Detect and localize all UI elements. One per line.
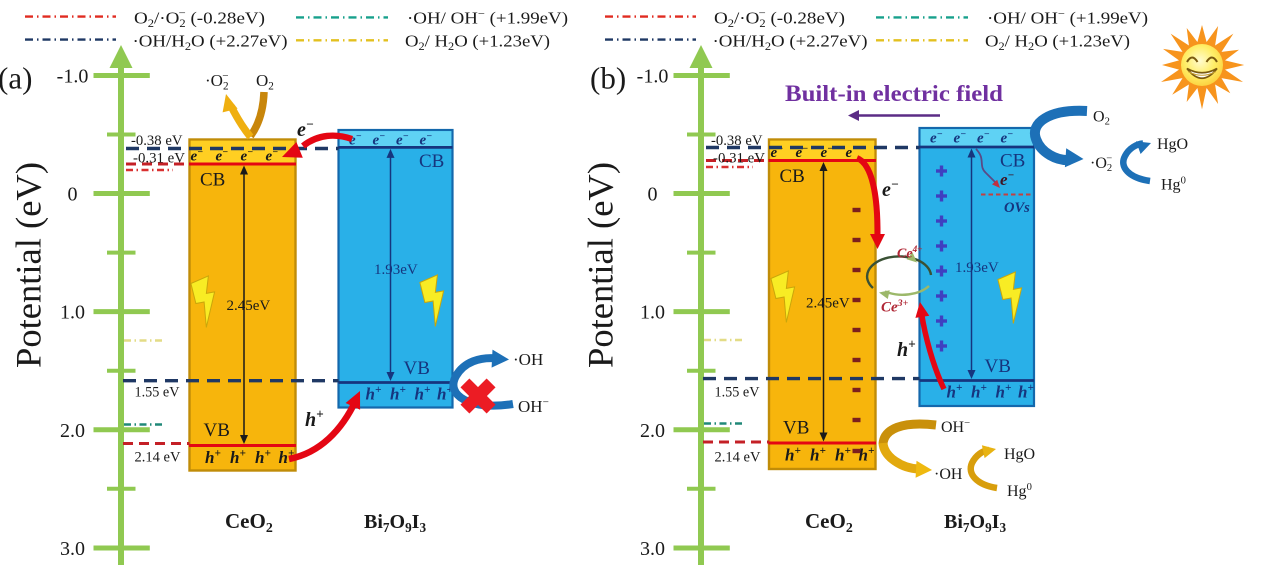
- svg-text:h+: h+: [835, 445, 851, 465]
- svg-text:3.0: 3.0: [60, 538, 85, 560]
- svg-text:h+: h+: [785, 445, 801, 465]
- svg-text:h+: h+: [897, 336, 916, 361]
- svg-text:2.45eV: 2.45eV: [227, 298, 271, 314]
- svg-text:-0.38 eV: -0.38 eV: [131, 133, 183, 149]
- svg-text:0: 0: [648, 184, 658, 206]
- svg-text:2.14 eV: 2.14 eV: [715, 450, 761, 466]
- svg-text:h+: h+: [305, 406, 324, 431]
- svg-text:·OH/ OH− (+1.99eV): ·OH/ OH− (+1.99eV): [987, 8, 1148, 28]
- svg-text:1.55 eV: 1.55 eV: [715, 385, 760, 401]
- svg-text:2.45eV: 2.45eV: [806, 296, 850, 312]
- svg-text:e−: e−: [954, 129, 967, 147]
- svg-text:e−: e−: [349, 131, 362, 149]
- svg-text:h+: h+: [437, 384, 453, 404]
- svg-text:h+: h+: [971, 382, 987, 402]
- svg-text:O2/·O2− (-0.28eV): O2/·O2− (-0.28eV): [134, 8, 265, 30]
- svg-text:HgO: HgO: [1004, 446, 1035, 463]
- svg-text:e−: e−: [266, 147, 279, 165]
- svg-text:(b): (b): [590, 61, 626, 96]
- svg-text:Built-in electric field: Built-in electric field: [785, 81, 1003, 106]
- svg-text:-0.38 eV: -0.38 eV: [711, 133, 763, 149]
- svg-text:h+: h+: [996, 382, 1012, 402]
- svg-text:HgO: HgO: [1157, 136, 1188, 153]
- svg-text:O2/ H2O (+1.23eV): O2/ H2O (+1.23eV): [985, 32, 1130, 53]
- svg-text:CeO2: CeO2: [225, 509, 273, 536]
- svg-text:OVs: OVs: [1004, 200, 1030, 216]
- svg-text:e−: e−: [373, 131, 386, 149]
- svg-text:3.0: 3.0: [640, 538, 665, 560]
- svg-text:h+: h+: [366, 384, 382, 404]
- svg-text:O2/·O2− (-0.28eV): O2/·O2− (-0.28eV): [714, 8, 845, 30]
- svg-text:h+: h+: [255, 448, 271, 468]
- svg-text:·OH/H2O (+2.27eV): ·OH/H2O (+2.27eV): [133, 32, 288, 53]
- svg-text:h+: h+: [947, 382, 963, 402]
- svg-text:e−: e−: [241, 147, 254, 165]
- svg-text:e−: e−: [396, 131, 409, 149]
- svg-text:Bi7O9I3: Bi7O9I3: [944, 511, 1006, 535]
- svg-text:h+: h+: [415, 384, 431, 404]
- svg-text:O2: O2: [1093, 109, 1110, 128]
- svg-text:·OH/H2O (+2.27eV): ·OH/H2O (+2.27eV): [713, 32, 868, 53]
- svg-text:VB: VB: [204, 420, 230, 441]
- svg-text:VB: VB: [985, 356, 1011, 377]
- svg-text:·O2−: ·O2−: [205, 70, 229, 92]
- svg-text:Hg0: Hg0: [1161, 175, 1186, 193]
- svg-text:CeO2: CeO2: [805, 509, 853, 536]
- svg-text:Bi7O9I3: Bi7O9I3: [364, 511, 426, 535]
- svg-text:O2/ H2O (+1.23eV): O2/ H2O (+1.23eV): [405, 32, 550, 53]
- svg-text:h+: h+: [279, 448, 295, 468]
- svg-text:1.93eV: 1.93eV: [374, 262, 418, 278]
- svg-text:-0.31 eV: -0.31 eV: [133, 151, 185, 167]
- svg-text:e−: e−: [420, 131, 433, 149]
- svg-text:(a): (a): [0, 61, 32, 96]
- svg-text:1.93eV: 1.93eV: [955, 260, 999, 276]
- svg-text:2.0: 2.0: [640, 420, 665, 442]
- svg-text:CB: CB: [200, 170, 225, 191]
- svg-text:2.0: 2.0: [60, 420, 85, 442]
- svg-text:e−: e−: [1001, 129, 1014, 147]
- svg-text:VB: VB: [404, 358, 430, 379]
- svg-text:h+: h+: [205, 448, 221, 468]
- svg-text:0: 0: [68, 184, 78, 206]
- svg-text:Ce3+: Ce3+: [881, 298, 909, 316]
- svg-text:CB: CB: [419, 151, 444, 172]
- svg-text:e−: e−: [297, 116, 314, 141]
- svg-text:OH−: OH−: [941, 418, 970, 436]
- svg-text:h+: h+: [1018, 382, 1034, 402]
- svg-text:-1.0: -1.0: [57, 66, 89, 88]
- svg-text:·OH: ·OH: [934, 466, 963, 483]
- svg-text:e−: e−: [796, 143, 809, 161]
- svg-text:e−: e−: [977, 129, 990, 147]
- svg-text:-1.0: -1.0: [637, 66, 669, 88]
- svg-text:h+: h+: [810, 445, 826, 465]
- svg-text:e−: e−: [821, 143, 834, 161]
- svg-text:CB: CB: [780, 166, 805, 187]
- svg-text:·O2−: ·O2−: [1090, 154, 1112, 175]
- svg-text:1.0: 1.0: [60, 302, 85, 324]
- svg-text:e−: e−: [216, 147, 229, 165]
- svg-text:h+: h+: [390, 384, 406, 404]
- svg-text:·OH/ OH− (+1.99eV): ·OH/ OH− (+1.99eV): [407, 8, 568, 28]
- svg-text:h+: h+: [230, 448, 246, 468]
- svg-text:e−: e−: [191, 147, 204, 165]
- svg-text:Ce4+: Ce4+: [897, 244, 922, 261]
- svg-text:1.0: 1.0: [640, 302, 665, 324]
- svg-text:e−: e−: [882, 176, 899, 201]
- svg-text:2.14 eV: 2.14 eV: [135, 450, 181, 466]
- svg-text:OH−: OH−: [518, 397, 549, 417]
- svg-text:-0.31 eV: -0.31 eV: [713, 151, 765, 167]
- svg-text:1.55 eV: 1.55 eV: [135, 385, 180, 401]
- svg-text:O2: O2: [256, 71, 274, 92]
- svg-text:Potential (eV): Potential (eV): [9, 162, 49, 368]
- svg-text:h+: h+: [859, 445, 875, 465]
- svg-text:·OH: ·OH: [513, 350, 543, 369]
- svg-text:e−: e−: [930, 129, 943, 147]
- svg-text:Potential (eV): Potential (eV): [581, 162, 621, 368]
- svg-text:VB: VB: [783, 418, 809, 439]
- svg-text:Hg0: Hg0: [1007, 482, 1032, 500]
- svg-text:e−: e−: [1000, 170, 1015, 190]
- svg-text:CB: CB: [1000, 151, 1025, 172]
